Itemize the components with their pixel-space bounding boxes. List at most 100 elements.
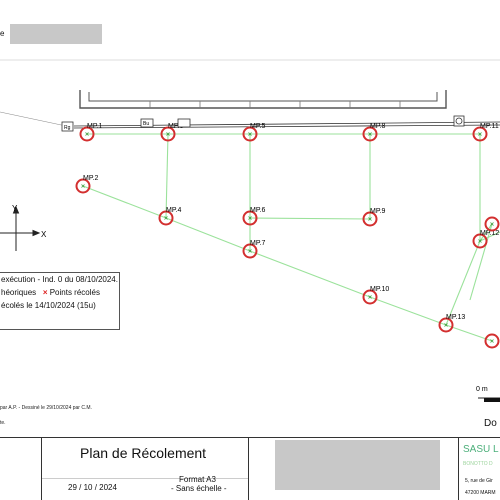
marker-ring: [75, 178, 91, 194]
point-marker[interactable]: [362, 126, 378, 142]
company-address-2: 47200 MARM: [465, 490, 496, 496]
point-marker[interactable]: [362, 211, 378, 227]
legend-theoretical-label: héoriques: [1, 288, 37, 297]
point-marker[interactable]: [472, 126, 488, 142]
point-label: MP.11: [480, 123, 499, 130]
marker-cross: [490, 222, 494, 226]
point-label: MP.2: [83, 175, 99, 182]
title-block-inner-rule: [42, 478, 248, 479]
marker-cross: [444, 323, 448, 327]
network-segment: [445, 324, 493, 342]
point-marker[interactable]: [158, 210, 174, 226]
marker-cross: [368, 132, 372, 136]
marker-cross: [248, 249, 252, 253]
marker-cross: [164, 216, 168, 220]
point-marker[interactable]: [242, 210, 258, 226]
regard-box: [61, 121, 74, 132]
point-label: MP.1: [87, 123, 103, 130]
scale-label: 0 m: [476, 386, 488, 393]
redacted-header-block: [10, 24, 102, 44]
point-marker[interactable]: [242, 243, 258, 259]
axis-y-label: Y: [12, 204, 18, 213]
network-segment: [249, 217, 371, 220]
marker-cross: [478, 132, 482, 136]
marker-cross: [248, 132, 252, 136]
marker-ring: [472, 126, 488, 142]
building-outline: [79, 90, 447, 109]
marker-ring: [242, 210, 258, 226]
regard-box-label: Rg: [64, 125, 71, 131]
title-block-divider-1: [41, 438, 42, 500]
valve-icon: [453, 115, 465, 127]
legend-marker-icon: ×: [42, 288, 48, 297]
network-lines: [82, 133, 500, 342]
marker-ring: [79, 126, 95, 142]
point-marker[interactable]: [75, 178, 91, 194]
legend-line-1: exécution - Ind. 0 du 08/10/2024.: [1, 275, 118, 284]
redacted-title-block: [275, 440, 440, 490]
plan-format: Format A3: [179, 475, 216, 484]
legend-line-2: héoriques × Points récolés: [0, 286, 119, 299]
point-marker[interactable]: [362, 289, 378, 305]
title-block-divider-2: [248, 438, 249, 500]
point-marker[interactable]: [242, 126, 258, 142]
point-marker[interactable]: [438, 317, 454, 333]
point-marker[interactable]: [160, 126, 176, 142]
network-segment: [249, 250, 371, 298]
network-segment: [165, 217, 251, 252]
main-supply-line: [73, 121, 500, 129]
marker-ring: [484, 216, 500, 232]
point-marker-partial[interactable]: [484, 333, 500, 349]
marker-cross: [248, 216, 252, 220]
marker-ring: [362, 289, 378, 305]
plan-scale: - Sans échelle -: [171, 484, 227, 493]
marker-ring: [362, 126, 378, 142]
title-block-divider-3: [458, 438, 459, 500]
marker-ring: [472, 233, 488, 249]
legend-recorded-label: Points récolés: [49, 288, 100, 297]
title-block-top-rule: [0, 437, 500, 438]
company-name: SASU L: [463, 444, 499, 455]
marker-cross: [490, 339, 494, 343]
building-bays: [149, 101, 401, 108]
marker-cross: [85, 132, 89, 136]
point-marker-partial[interactable]: [484, 216, 500, 232]
marker-ring: [160, 126, 176, 142]
marker-cross: [81, 184, 85, 188]
plan-title: Plan de Récolement: [80, 445, 207, 461]
points-layer: MP.1MP.2MP.3MP.4MP.5MP.6MP.7MP.8MP.9MP.1…: [75, 123, 500, 349]
bu-box-label: Bu: [143, 121, 149, 127]
company-subname: BONOTTO D: [463, 461, 493, 467]
network-segment: [479, 223, 493, 242]
network-segment: [369, 296, 447, 326]
point-marker[interactable]: [79, 126, 95, 142]
marker-ring: [438, 317, 454, 333]
legend-line-3: écolés le 14/10/2024 (15u): [1, 301, 96, 310]
point-label: MP.6: [250, 207, 266, 214]
footnote-2: te.: [0, 420, 6, 426]
marker-cross: [368, 217, 372, 221]
orientation-axes: [0, 205, 41, 251]
network-segment: [165, 133, 169, 219]
footnote: par A.P. - Dessiné le 29/10/2024 par C.M…: [0, 405, 92, 411]
thin-guide-line: [0, 111, 67, 127]
point-label: MP.8: [370, 123, 386, 130]
marker-ring: [242, 126, 258, 142]
marker-ring: [158, 210, 174, 226]
point-label: MP.12: [480, 230, 499, 237]
bu-box: [140, 118, 154, 128]
company-address-1: 5, rue de Gir: [465, 478, 493, 484]
point-label: MP.7: [250, 240, 266, 247]
meter-box: [177, 118, 191, 128]
marker-ring: [484, 333, 500, 349]
point-label: MP.5: [250, 123, 266, 130]
marker-cross: [166, 132, 170, 136]
marker-ring: [362, 211, 378, 227]
valve-icon-inner: [455, 117, 463, 125]
network-segment: [469, 223, 493, 301]
point-label: MP.3: [168, 123, 184, 130]
point-label: MP.13: [446, 314, 465, 321]
network-segment: [479, 231, 500, 242]
point-marker[interactable]: [472, 233, 488, 249]
